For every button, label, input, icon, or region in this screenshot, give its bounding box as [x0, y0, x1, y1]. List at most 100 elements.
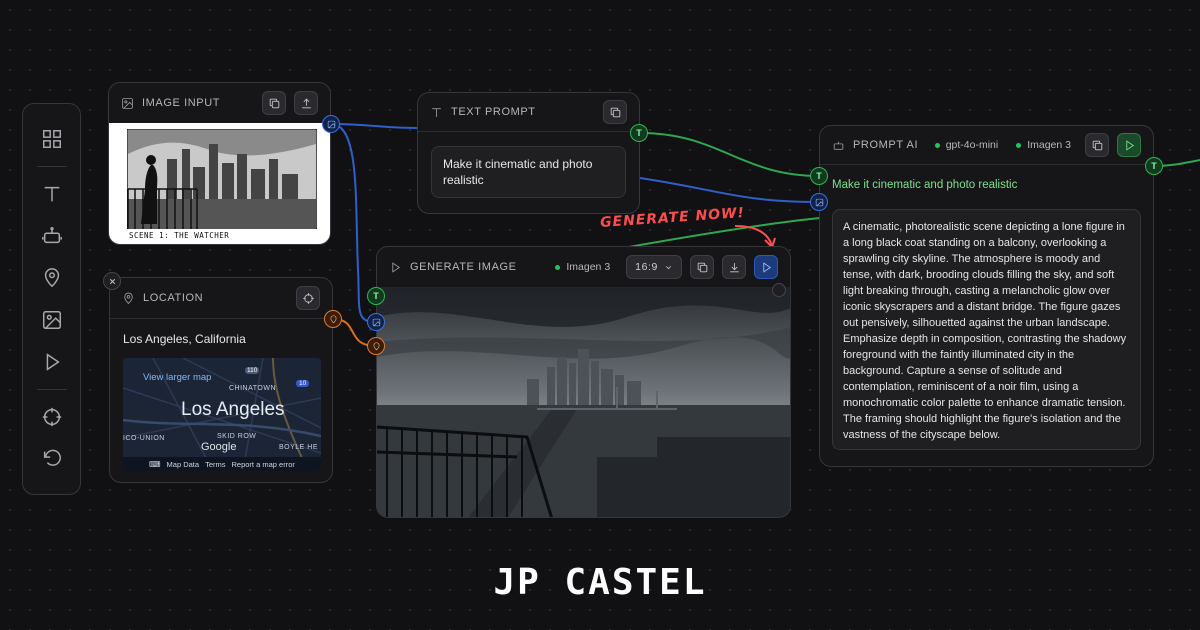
image-icon — [815, 198, 823, 206]
copy-icon — [269, 98, 279, 108]
location-value: Los Angeles, California — [123, 332, 246, 346]
image-caption: SCENE 1: THE WATCHER — [129, 231, 230, 240]
model-name: Imagen 3 — [566, 261, 611, 273]
play-icon[interactable] — [35, 345, 69, 379]
aspect-ratio-select[interactable]: 16:9 — [626, 255, 682, 279]
text-icon[interactable] — [35, 177, 69, 211]
node-header: LOCATION — [110, 278, 332, 318]
robot-icon — [832, 139, 845, 152]
prompt-ai-image-input-port[interactable] — [810, 193, 828, 211]
status-dot — [555, 264, 561, 270]
text-output-port[interactable]: T — [630, 124, 648, 142]
wire-image-to-text-prompt — [330, 123, 419, 129]
keyboard-icon[interactable]: ⌨ — [149, 459, 161, 469]
image-icon[interactable] — [35, 303, 69, 337]
download-icon — [729, 262, 739, 272]
map-label-chinatown: CHINATOWN — [229, 385, 277, 392]
divider — [110, 318, 332, 319]
map-report-link[interactable]: Report a map error — [231, 459, 295, 469]
toolbar-divider — [36, 166, 67, 167]
map-footer: ⌨ Map Data Terms Report a map error — [123, 457, 321, 471]
text-model-name: gpt-4o-mini — [945, 139, 999, 151]
image-model-badge: Imagen 3 — [1016, 139, 1071, 151]
storyboard-sketch — [127, 129, 317, 229]
prompt-ai-node[interactable]: PROMPT AI gpt-4o-mini Imagen 3 Make it c… — [819, 125, 1154, 467]
map-label-skid-row: SKID ROW — [217, 433, 257, 440]
map-label-ico-union: ICO-UNION — [123, 435, 165, 442]
image-icon — [121, 97, 134, 110]
route-10-shield: 10 — [296, 380, 310, 387]
duplicate-button[interactable] — [603, 100, 627, 124]
image-model-name: Imagen 3 — [1027, 139, 1071, 151]
prompt-ai-output[interactable]: A cinematic, photorealistic scene depict… — [832, 209, 1141, 450]
node-title: IMAGE INPUT — [142, 97, 221, 109]
text-model-badge: gpt-4o-mini — [934, 139, 999, 151]
google-logo: Google — [201, 441, 237, 453]
map-label-boyle-heights: BOYLE HE — [279, 444, 319, 451]
aspect-ratio-value: 16:9 — [635, 261, 658, 273]
generate-text-input-port[interactable]: T — [367, 287, 385, 305]
duplicate-button[interactable] — [1085, 133, 1109, 157]
wire-text-prompt-to-prompt-ai-image — [639, 177, 821, 203]
wire-text-prompt-to-prompt-ai-text — [639, 132, 821, 177]
text-prompt-input[interactable]: Make it cinematic and photo realistic — [431, 146, 626, 198]
location-output-port[interactable] — [324, 310, 342, 328]
expand-icon[interactable] — [772, 283, 786, 297]
generated-image[interactable] — [377, 287, 791, 518]
duplicate-button[interactable] — [262, 91, 286, 115]
generate-image-node[interactable]: GENERATE IMAGE Imagen 3 16:9 — [376, 246, 791, 518]
status-dot — [1016, 142, 1022, 148]
chevron-down-icon — [665, 265, 672, 269]
run-generate-button[interactable] — [754, 255, 778, 279]
map-terms-link[interactable]: Terms — [205, 459, 226, 469]
upload-button[interactable] — [294, 91, 318, 115]
location-pin-icon — [330, 315, 336, 323]
divider — [418, 131, 639, 132]
undo-icon[interactable] — [35, 442, 69, 476]
node-title: TEXT PROMPT — [451, 106, 536, 118]
image-output-port[interactable] — [322, 115, 340, 133]
node-title: GENERATE IMAGE — [410, 261, 517, 273]
robot-icon[interactable] — [35, 219, 69, 253]
node-header: TEXT PROMPT — [418, 93, 639, 131]
text-icon — [430, 106, 443, 119]
location-node[interactable]: LOCATION Los Angeles, California View la… — [109, 277, 333, 483]
upload-icon — [301, 98, 311, 108]
divider — [820, 164, 1153, 165]
view-larger-map-link[interactable]: View larger map — [143, 372, 212, 383]
close-node-button[interactable] — [103, 272, 121, 290]
locate-button[interactable] — [296, 286, 320, 310]
duplicate-button[interactable] — [690, 255, 714, 279]
prompt-ai-output-port[interactable]: T — [1145, 157, 1163, 175]
play-icon — [1125, 139, 1134, 151]
copy-icon — [610, 107, 620, 117]
route-110-shield: 110 — [245, 367, 260, 374]
brand-logo: JP CASTEL — [493, 562, 707, 603]
image-icon — [327, 120, 335, 128]
crosshair-icon[interactable] — [35, 400, 69, 434]
prompt-ai-text-input-port[interactable]: T — [810, 167, 828, 185]
run-prompt-button[interactable] — [1117, 133, 1141, 157]
prompt-ai-input-text: Make it cinematic and photo realistic — [832, 179, 1018, 191]
play-icon — [762, 261, 771, 273]
text-prompt-node[interactable]: TEXT PROMPT Make it cinematic and photo … — [417, 92, 640, 214]
copy-icon — [1092, 140, 1102, 150]
image-icon — [372, 318, 380, 326]
map-embed[interactable]: View larger map CHINATOWN 110 10 Los Ang… — [123, 358, 321, 471]
copy-icon — [697, 262, 707, 272]
map-data-link[interactable]: Map Data — [166, 459, 200, 469]
play-icon — [389, 261, 402, 274]
left-toolbar — [22, 103, 81, 495]
download-button[interactable] — [722, 255, 746, 279]
generate-image-input-port[interactable] — [367, 313, 385, 331]
grid-icon[interactable] — [35, 122, 69, 156]
image-input-node[interactable]: IMAGE INPUT SCENE 1: THE WATCHER — [108, 82, 331, 245]
status-dot — [934, 142, 940, 148]
node-title: LOCATION — [143, 292, 204, 304]
location-pin-icon[interactable] — [35, 261, 69, 295]
map-roads — [123, 358, 321, 471]
image-input-preview[interactable]: SCENE 1: THE WATCHER — [109, 123, 330, 244]
model-badge: Imagen 3 — [555, 261, 610, 273]
generate-location-input-port[interactable] — [367, 337, 385, 355]
node-header: IMAGE INPUT — [109, 83, 330, 123]
